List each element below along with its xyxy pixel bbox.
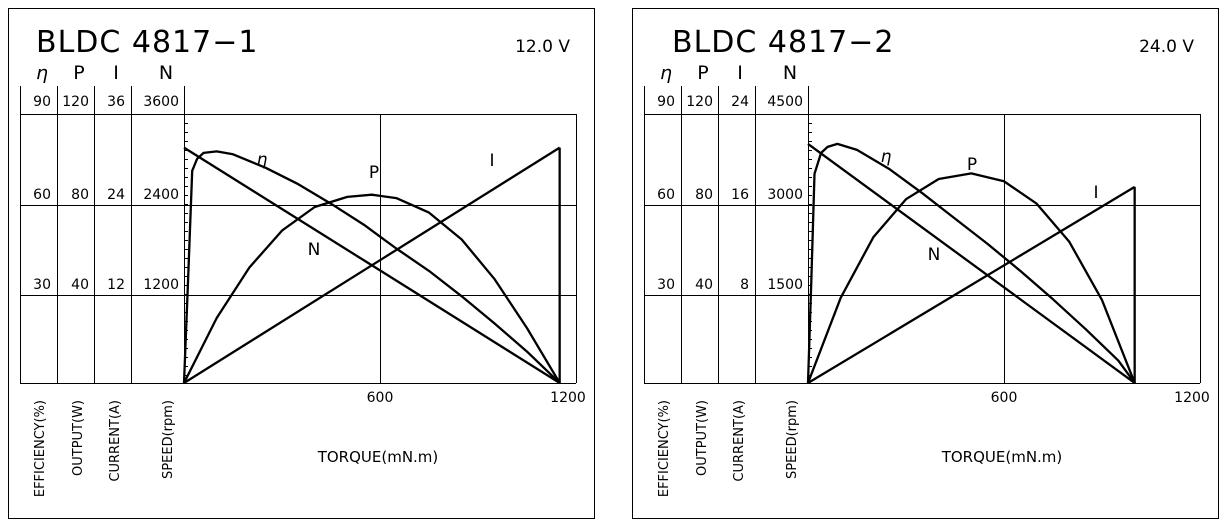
column-symbol: η	[660, 62, 672, 84]
current-curve-label: I	[489, 151, 494, 171]
efficiency-tick-label: 60	[657, 187, 675, 203]
speed-tick-label: 4500	[767, 94, 803, 110]
efficiency-curve	[806, 142, 1136, 384]
output-tick-label: 80	[71, 187, 89, 203]
column-symbol: P	[73, 62, 84, 84]
current-tick-label: 8	[740, 277, 749, 293]
output-tick-label: 120	[62, 94, 89, 110]
x-tick-label: 1200	[1174, 390, 1210, 406]
speed-curve-label: N	[928, 245, 941, 265]
speed-tick-label: 3600	[143, 94, 179, 110]
x-axis-label: TORQUE(mN.m)	[941, 448, 1063, 466]
efficiency-curve	[182, 150, 561, 384]
current-tick-label: 36	[107, 94, 125, 110]
output-tick-label: 80	[695, 187, 713, 203]
column-label: CURRENT(A)	[108, 400, 123, 482]
current-curve	[807, 185, 1136, 384]
voltage-label: 12.0 V	[515, 37, 570, 57]
column-label: CURRENT(A)	[732, 400, 747, 482]
chart-title: BLDC 4817−2	[672, 25, 894, 60]
output-curve-label: P	[369, 163, 379, 183]
speed-tick-label: 1200	[143, 277, 179, 293]
column-label: SPEED(rpm)	[161, 400, 176, 479]
current-tick-label: 12	[107, 277, 125, 293]
x-tick-label: 600	[991, 390, 1018, 406]
efficiency-curve-label: η	[257, 150, 268, 170]
efficiency-tick-label: 60	[33, 187, 51, 203]
speed-curve-label: N	[308, 240, 321, 260]
output-curve	[806, 172, 1136, 384]
x-tick-label: 600	[367, 390, 394, 406]
output-curve-label: P	[967, 155, 977, 175]
column-symbol: P	[697, 62, 708, 84]
current-tick-label: 24	[107, 187, 125, 203]
column-label: EFFICIENCY(%)	[657, 400, 672, 497]
speed-tick-label: 1500	[767, 277, 803, 293]
output-tick-label: 40	[71, 277, 89, 293]
column-symbol: η	[36, 62, 48, 84]
column-label: OUTPUT(W)	[695, 400, 710, 476]
column-symbol: I	[737, 62, 743, 84]
column-label: SPEED(rpm)	[785, 400, 800, 479]
efficiency-tick-label: 30	[33, 277, 51, 293]
efficiency-tick-label: 90	[33, 94, 51, 110]
current-curve-label: I	[1093, 183, 1098, 203]
efficiency-tick-label: 90	[657, 94, 675, 110]
column-symbol: I	[113, 62, 119, 84]
voltage-label: 24.0 V	[1139, 37, 1194, 57]
chart-title: BLDC 4817−1	[36, 25, 258, 60]
efficiency-tick-label: 30	[657, 277, 675, 293]
chart-frame	[8, 8, 595, 519]
column-label: OUTPUT(W)	[71, 400, 86, 476]
current-curve	[183, 146, 561, 384]
current-tick-label: 16	[731, 187, 749, 203]
column-symbol: N	[159, 62, 173, 84]
output-curve	[182, 193, 561, 384]
chart-frame	[632, 8, 1219, 519]
x-axis-label: TORQUE(mN.m)	[317, 448, 439, 466]
output-tick-label: 40	[695, 277, 713, 293]
speed-curve	[807, 142, 1136, 384]
column-label: EFFICIENCY(%)	[33, 400, 48, 497]
speed-tick-label: 2400	[143, 187, 179, 203]
speed-tick-label: 3000	[767, 187, 803, 203]
x-tick-label: 1200	[550, 390, 586, 406]
current-tick-label: 24	[731, 94, 749, 110]
column-symbol: N	[783, 62, 797, 84]
efficiency-curve-label: η	[881, 147, 892, 167]
output-tick-label: 120	[686, 94, 713, 110]
